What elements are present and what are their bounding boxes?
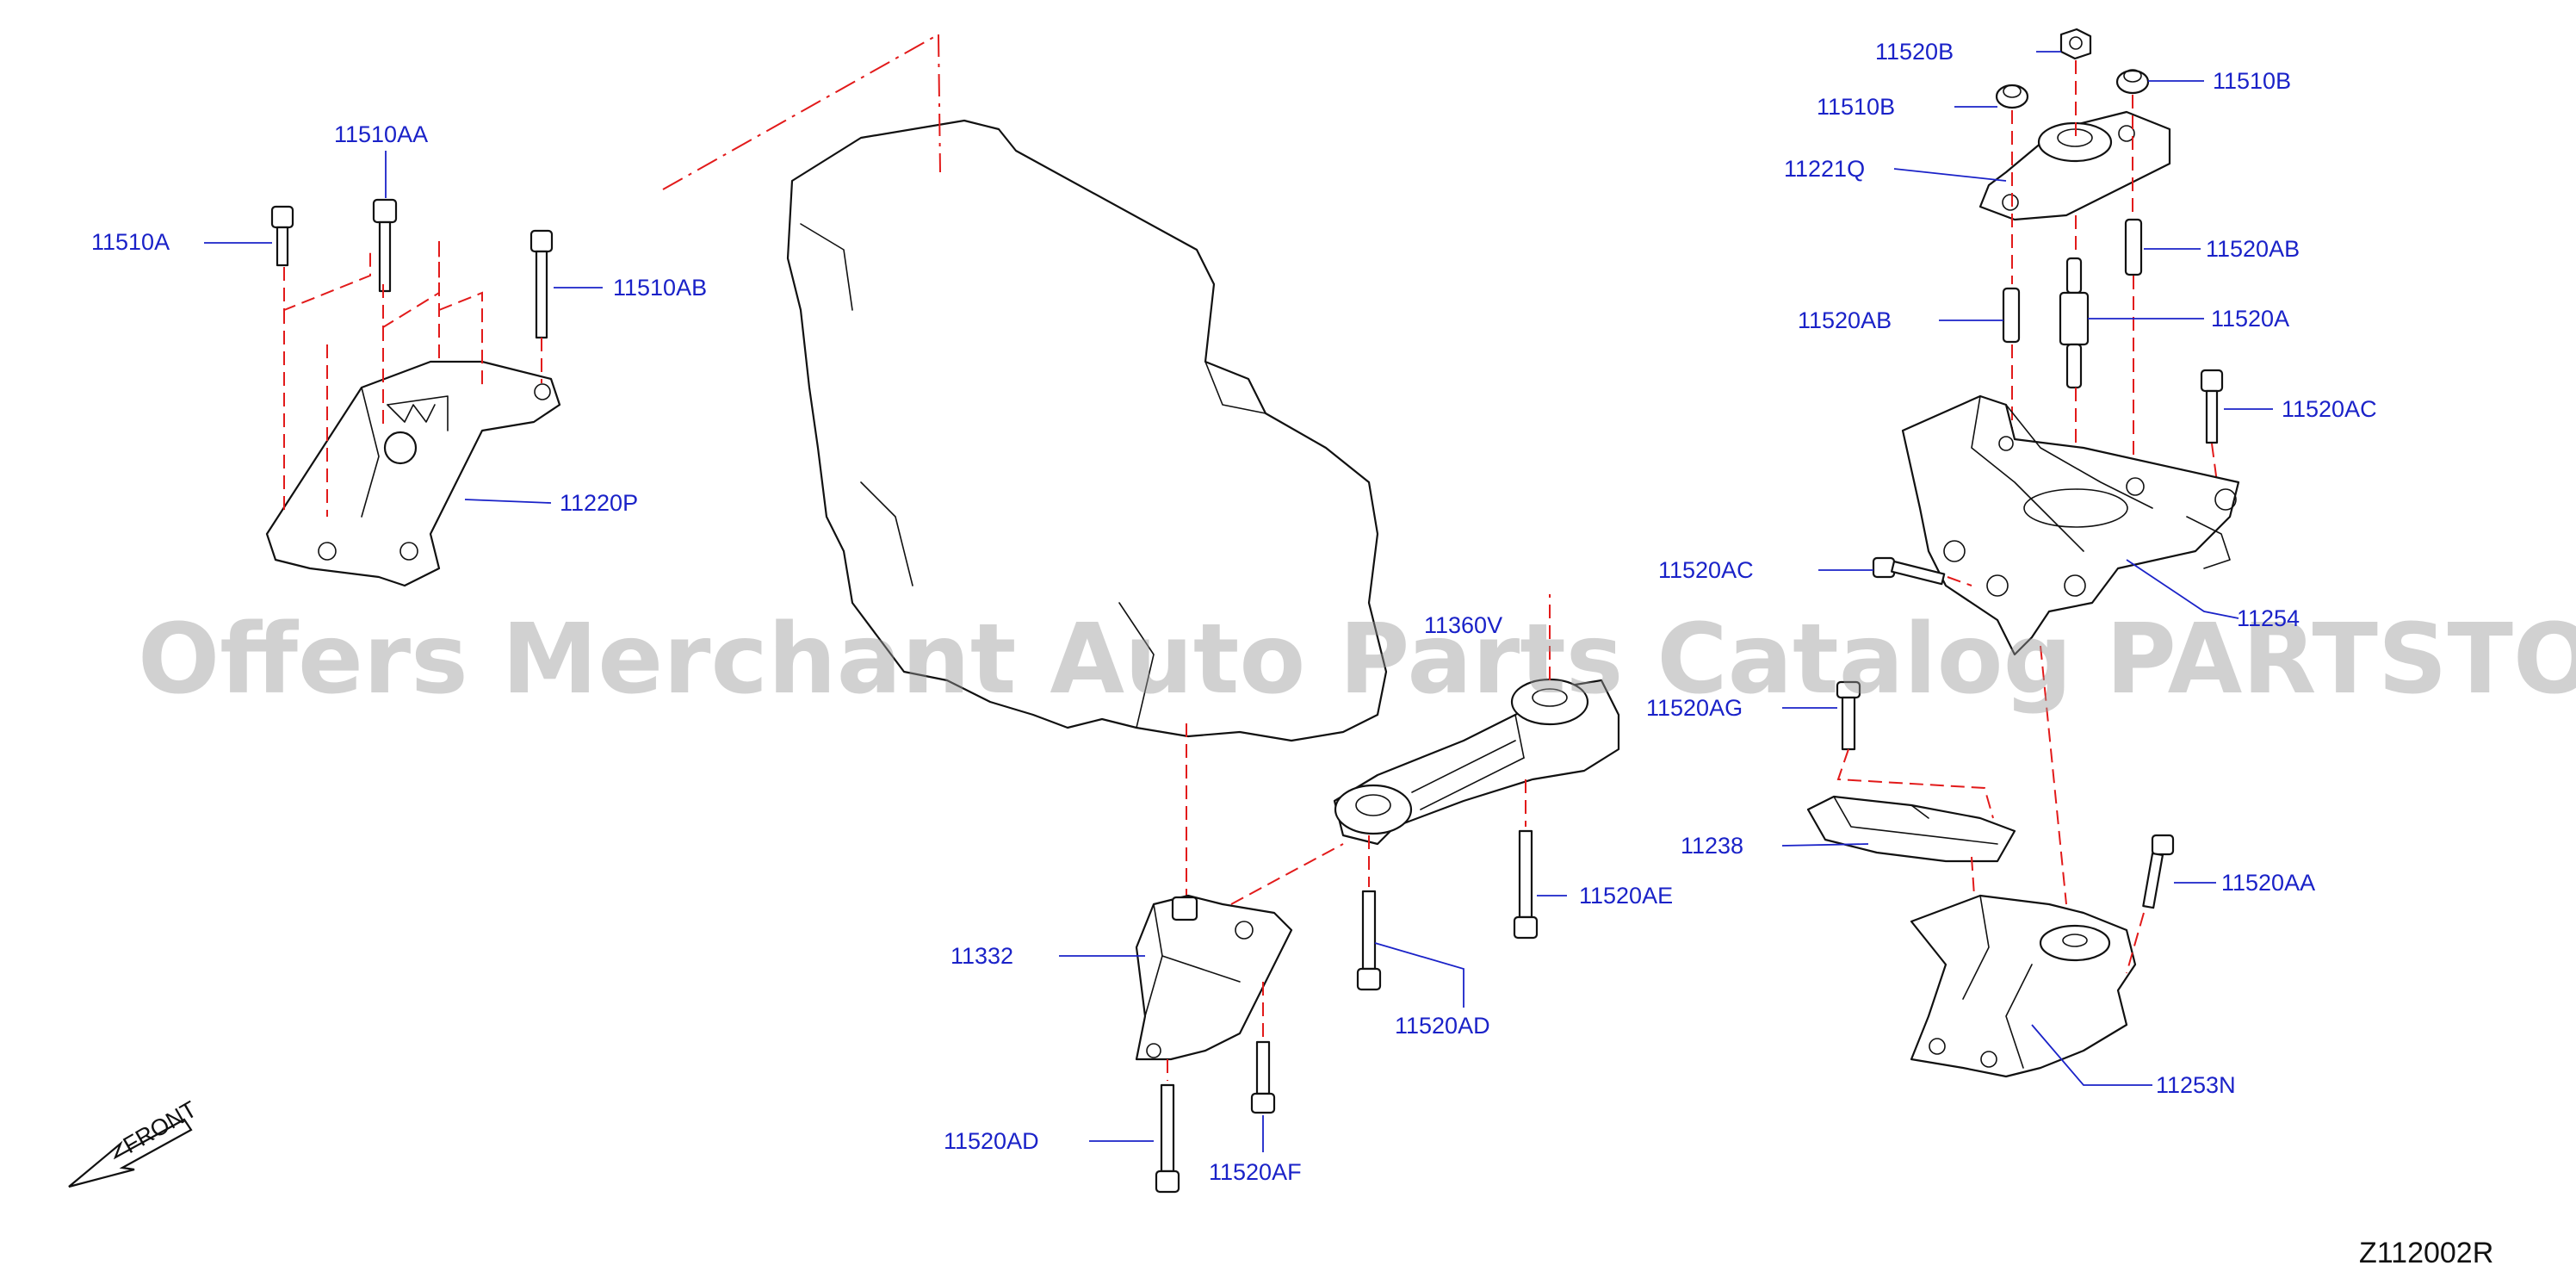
nut-11510b-right[interactable] <box>2115 69 2150 95</box>
engine-mount-11220p[interactable] <box>265 360 561 587</box>
bolt-11510a[interactable] <box>270 205 294 267</box>
label-11520ab-right[interactable]: 11520AB <box>2206 236 2300 262</box>
label-11360v[interactable]: 11360V <box>1424 612 1502 638</box>
label-11520b[interactable]: 11520B <box>1875 39 1954 65</box>
diagram-code: Z112002R <box>2359 1237 2493 1269</box>
watermark: Offers Merchant Auto Parts Catalog PARTS… <box>138 604 2576 716</box>
label-11520af[interactable]: 11520AF <box>1209 1159 1302 1185</box>
label-11520ac-left[interactable]: 11520AC <box>1658 557 1754 583</box>
label-11510a[interactable]: 11510A <box>91 229 170 255</box>
label-11254[interactable]: 11254 <box>2237 605 2300 631</box>
label-11220p[interactable]: 11220P <box>560 490 638 516</box>
label-11520ad-center[interactable]: 11520AD <box>1395 1013 1490 1039</box>
label-11520ad-left[interactable]: 11520AD <box>944 1128 1039 1154</box>
bolt-11510ab[interactable] <box>529 229 554 339</box>
torque-rod-11360v[interactable] <box>1333 678 1620 846</box>
label-11510ab[interactable]: 11510AB <box>613 275 707 301</box>
bolt-11520aa[interactable] <box>2142 834 2175 909</box>
bolt-11520af[interactable] <box>1250 1040 1276 1114</box>
label-11510aa[interactable]: 11510AA <box>334 121 428 147</box>
label-11510b-left[interactable]: 11510B <box>1817 94 1895 120</box>
mount-11332[interactable] <box>1135 894 1293 1061</box>
plate-11238[interactable] <box>1806 795 2016 863</box>
label-11332[interactable]: 11332 <box>951 943 1013 969</box>
label-11520aa[interactable]: 11520AA <box>2221 870 2315 896</box>
label-11520ae[interactable]: 11520AE <box>1579 883 1673 909</box>
label-11510b-right[interactable]: 11510B <box>2213 68 2291 94</box>
bolt-11520ac-right[interactable] <box>2200 369 2224 444</box>
label-11253n[interactable]: 11253N <box>2156 1072 2236 1098</box>
mount-insulator-11221q[interactable] <box>1978 110 2171 221</box>
mount-bracket-11253n[interactable] <box>1910 894 2137 1078</box>
label-11238[interactable]: 11238 <box>1681 833 1743 859</box>
label-11221q[interactable]: 11221Q <box>1784 156 1865 182</box>
label-11520a[interactable]: 11520A <box>2211 306 2289 332</box>
front-arrow-icon <box>68 1118 193 1188</box>
nut-11510b-left[interactable] <box>1995 84 2029 109</box>
bolt-11520ag[interactable] <box>1836 680 1861 751</box>
label-11520ab-left[interactable]: 11520AB <box>1798 307 1892 333</box>
bolt-11520ad-center[interactable] <box>1356 890 1382 991</box>
bracket-11254[interactable] <box>1901 394 2240 656</box>
bolt-11520ae[interactable] <box>1513 829 1539 940</box>
bolt-11520ac-left[interactable] <box>1872 556 1946 586</box>
label-11520ac-right[interactable]: 11520AC <box>2282 396 2377 422</box>
engine-outline <box>786 119 1388 742</box>
stud-11520ab-right[interactable] <box>2124 218 2143 276</box>
bolt-11520ad-left[interactable] <box>1155 1083 1180 1194</box>
bolt-11510aa[interactable] <box>372 198 398 293</box>
stud-11520ab-left[interactable] <box>2002 287 2021 344</box>
nut-11520b[interactable] <box>2059 28 2092 60</box>
label-11520ag[interactable]: 11520AG <box>1646 695 1743 721</box>
stud-11520a[interactable] <box>2059 257 2090 389</box>
